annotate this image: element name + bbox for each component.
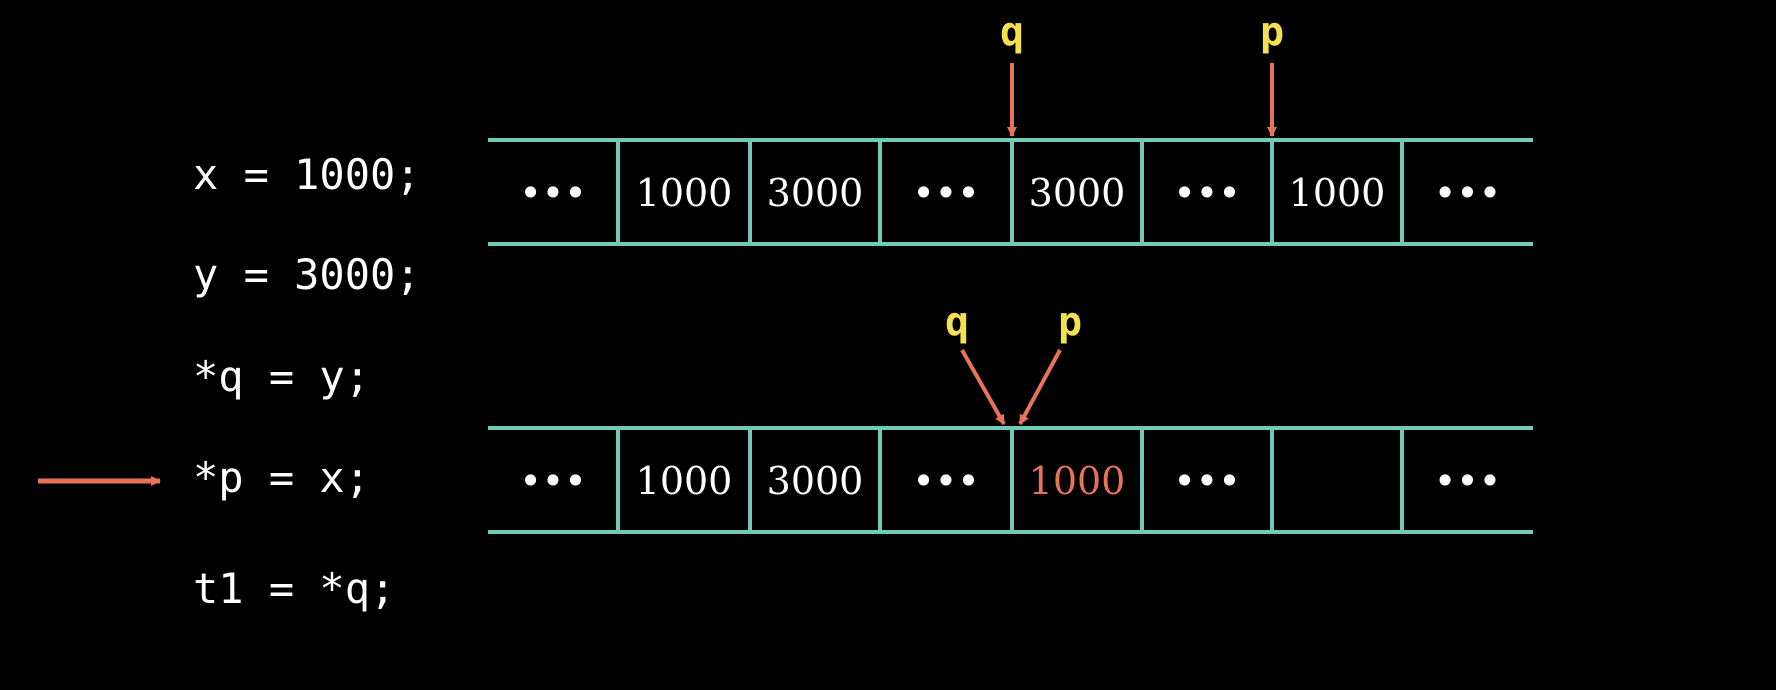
ellipsis-cell: ••• [1434,171,1501,215]
ellipsis-cell: ••• [519,171,586,215]
memory-row: ••• 1000 3000 ••• 3000 ••• 1000 ••• q p [488,9,1533,246]
code-line: *p = x; [193,453,371,502]
memory-cell-value: 3000 [767,459,864,503]
code-line: y = 3000; [193,250,421,299]
pointer-arrow [960,349,1006,425]
memory-cell-value: 1000 [1029,459,1126,503]
pointer-label: q [1000,9,1024,55]
memory-rows: ••• 1000 3000 ••• 3000 ••• 1000 ••• q p ••• 1000 300… [488,9,1533,534]
pointer-label: p [1058,299,1082,345]
memory-cell-value: 1000 [1289,171,1386,215]
pointer-label: q [945,299,969,345]
code-line: x = 1000; [193,150,421,199]
code-line: t1 = *q; [193,564,396,613]
memory-cell-value: 1000 [636,171,733,215]
ellipsis-cell: ••• [1434,459,1501,503]
ellipsis-cell: ••• [912,459,979,503]
pointer-arrow [1018,349,1062,425]
ellipsis-cell: ••• [1173,459,1240,503]
ellipsis-cell: ••• [519,459,586,503]
memory-cell-value: 1000 [636,459,733,503]
memory-cell-value: 3000 [1029,171,1126,215]
memory-row: ••• 1000 3000 ••• 1000 ••• ••• q p [488,299,1533,534]
ellipsis-cell: ••• [1173,171,1240,215]
ellipsis-cell: ••• [912,171,979,215]
memory-cell-value: 3000 [767,171,864,215]
pointer-label: p [1260,9,1284,55]
code-line: *q = y; [193,352,371,401]
